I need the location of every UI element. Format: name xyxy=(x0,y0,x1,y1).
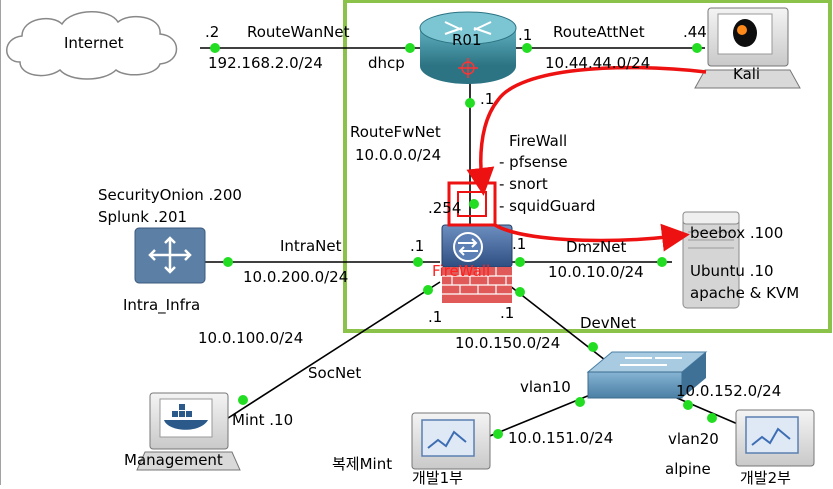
dev-ip: .1 xyxy=(500,304,514,322)
vlan20-label: vlan20 xyxy=(668,430,719,448)
links xyxy=(200,47,741,441)
mint-clone-label: 복제Mint xyxy=(332,455,392,473)
vlan20-cidr: 10.0.152.0/24 xyxy=(676,382,781,400)
fw-firewall-ip: .254 xyxy=(428,199,461,217)
fw-stack-line-4: - squidGuard xyxy=(499,197,595,215)
management-workstation[interactable] xyxy=(136,392,241,471)
firewall-sync-icon xyxy=(453,232,483,262)
alpine-label: alpine xyxy=(665,460,711,478)
att-cidr: 10.44.44.0/24 xyxy=(545,54,650,72)
att-net-name: RouteAttNet xyxy=(553,23,645,41)
fw-cidr: 10.0.0.0/24 xyxy=(355,146,441,164)
intra-infra-device[interactable] xyxy=(134,227,206,284)
dev1-workstation[interactable] xyxy=(411,412,491,470)
monitor-graph-icon xyxy=(751,427,791,446)
att-kali-ip: .44 xyxy=(683,23,707,41)
internet-cloud: Internet xyxy=(6,11,178,80)
dmz-ip: .1 xyxy=(512,235,526,253)
apache-kvm-label: apache & KVM xyxy=(690,284,799,302)
dmz-server-tower[interactable] xyxy=(682,211,740,309)
soc-ip: .1 xyxy=(428,308,442,326)
docker-whale-icon xyxy=(164,404,208,430)
soc-cidr: 10.0.100.0/24 xyxy=(198,329,303,347)
dev-cidr: 10.0.150.0/24 xyxy=(455,334,560,352)
dmz-forward-arrow xyxy=(494,223,690,252)
wan-ip: .2 xyxy=(205,23,219,41)
wan-cidr: 192.168.2.0/24 xyxy=(208,54,323,72)
cross-arrows-icon xyxy=(148,236,192,274)
fw-stack-line-2: - pfsense xyxy=(499,153,568,171)
wan-dhcp: dhcp xyxy=(368,54,405,72)
dmz-net-name: DmzNet xyxy=(566,238,626,256)
link-dots xyxy=(210,43,717,439)
kali-workstation[interactable] xyxy=(694,7,801,89)
core-zone-highlight xyxy=(343,0,832,333)
fw-router-ip: .1 xyxy=(480,90,494,108)
dev2-workstation[interactable] xyxy=(735,409,815,467)
beebox-label: beebox .100 xyxy=(690,224,783,242)
management-label: Management xyxy=(124,451,223,469)
firewall-icon-label: FireWall xyxy=(432,262,490,280)
router-r01[interactable]: R01 xyxy=(419,11,517,84)
dev2-label: 개발2부 xyxy=(740,469,791,485)
dmz-cidr: 10.0.10.0/24 xyxy=(548,263,644,281)
vlan10-cidr: 10.0.151.0/24 xyxy=(508,429,613,447)
link-vlan20 xyxy=(669,394,741,426)
firewall-device[interactable]: FireWall xyxy=(432,224,513,303)
wan-net-name: RouteWanNet xyxy=(247,23,350,41)
mint-label: Mint .10 xyxy=(232,411,293,429)
intra-net-name: IntraNet xyxy=(280,237,342,255)
splunk-label: Splunk .201 xyxy=(98,208,187,226)
monitor-graph-icon xyxy=(427,430,467,449)
fw-stack-line-3: - snort xyxy=(499,175,548,193)
dev1-label: 개발1부 xyxy=(412,469,463,485)
router-arrows-icon xyxy=(444,21,492,35)
router-label: R01 xyxy=(452,31,482,49)
vlan10-label: vlan10 xyxy=(520,378,571,396)
link-soc xyxy=(224,281,441,421)
attack-path-arrow xyxy=(466,65,707,196)
security-onion-label: SecurityOnion .200 xyxy=(98,186,242,204)
fw-net-name: RouteFwNet xyxy=(350,123,441,141)
internet-label: Internet xyxy=(64,34,124,52)
dev-net-name: DevNet xyxy=(580,314,636,332)
kali-label: Kali xyxy=(733,65,760,83)
fw-stack-line-1: FireWall xyxy=(509,132,567,150)
intra-cidr: 10.0.200.0/24 xyxy=(243,268,348,286)
intra-ip: .1 xyxy=(410,237,424,255)
ubuntu-label: Ubuntu .10 xyxy=(690,262,774,280)
intra-infra-label: Intra_Infra xyxy=(123,296,200,315)
router-port-icon xyxy=(458,58,478,78)
brick-wall-icon xyxy=(442,267,512,303)
switch-arrows-icon xyxy=(620,357,682,366)
soc-net-name: SocNet xyxy=(308,364,361,382)
switch-device[interactable] xyxy=(586,351,708,399)
att-router-ip: .1 xyxy=(518,26,532,44)
